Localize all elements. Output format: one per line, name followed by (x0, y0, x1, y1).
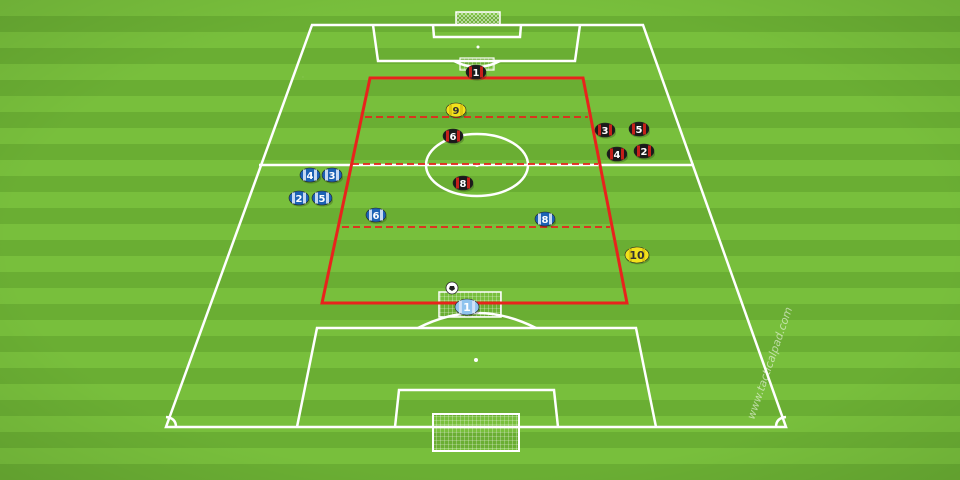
player-number-label: 5 (636, 125, 643, 136)
top-goal (455, 11, 501, 26)
zone-boundary (320, 76, 629, 305)
soccer-ball-icon[interactable] (445, 281, 459, 295)
players-layer: 1 6 8 3 5 4 2 4 3 2 5 6 8 1 9 10 (288, 64, 655, 317)
player-number-label: 6 (373, 211, 380, 222)
blue-player-3[interactable]: 3 (321, 167, 343, 184)
pitch-lines (164, 23, 788, 429)
player-number-label: 10 (629, 249, 645, 262)
blue-player-8[interactable]: 8 (534, 211, 556, 228)
player-number-label: 8 (542, 215, 549, 226)
corner-arc-br (774, 415, 787, 428)
penalty-spot-top (476, 45, 480, 49)
bottom-penalty-area (295, 326, 658, 428)
corner-arc-bl (165, 415, 178, 428)
player-number-label: 1 (473, 68, 480, 79)
red-player-4[interactable]: 4 (606, 146, 628, 163)
player-number-label: 4 (307, 171, 314, 182)
bottom-goal (432, 413, 520, 452)
player-number-label: 2 (641, 147, 648, 158)
red-player-1-goalkeeper[interactable]: 1 (465, 64, 487, 81)
neutral-player-10[interactable]: 10 (624, 246, 650, 265)
player-number-label: 1 (463, 301, 471, 314)
player-number-label: 6 (450, 132, 457, 143)
blue-player-6[interactable]: 6 (365, 207, 387, 224)
player-number-label: 3 (602, 126, 609, 137)
player-number-label: 8 (460, 179, 467, 190)
training-zone (320, 76, 629, 305)
blue-player-1-goalkeeper[interactable]: 1 (454, 298, 480, 317)
penalty-spot-bottom (474, 358, 478, 362)
red-player-6[interactable]: 6 (442, 128, 464, 145)
touchline-boundary (164, 23, 788, 429)
red-player-3[interactable]: 3 (594, 122, 616, 139)
blue-player-5[interactable]: 5 (311, 190, 333, 207)
top-goal-area (431, 24, 523, 39)
red-player-2[interactable]: 2 (633, 143, 655, 160)
player-number-label: 5 (319, 194, 326, 205)
red-player-8[interactable]: 8 (452, 175, 474, 192)
player-number-label: 9 (453, 106, 460, 117)
red-player-5[interactable]: 5 (628, 121, 650, 138)
bottom-goal-area (393, 388, 560, 428)
blue-player-2[interactable]: 2 (288, 190, 310, 207)
blue-player-4[interactable]: 4 (299, 167, 321, 184)
neutral-player-9[interactable]: 9 (445, 102, 467, 119)
watermark-left: . (298, 75, 305, 79)
player-number-label: 3 (329, 171, 336, 182)
player-number-label: 4 (614, 150, 621, 161)
player-number-label: 2 (296, 194, 303, 205)
centre-circle (424, 132, 530, 198)
